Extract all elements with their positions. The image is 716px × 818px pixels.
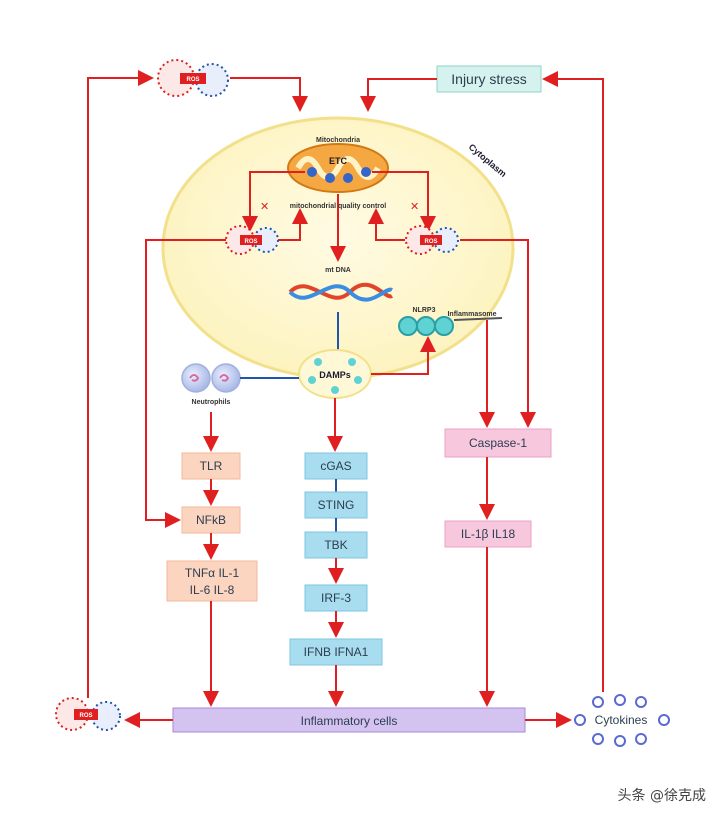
cytokines-label: Cytokines [595, 713, 648, 727]
arrow-etc-right [372, 171, 436, 232]
arrow-right-loop [542, 71, 604, 692]
arrow-left-loop [87, 70, 154, 698]
ros-label-bottom: ROS [79, 713, 92, 719]
inflammatory-cells-label: Inflammatory cells [301, 714, 398, 728]
arrow-ros-top-cell [230, 77, 308, 112]
x-mark-right-icon: ✕ [410, 200, 419, 213]
ros-cluster-right-icon [405, 225, 459, 255]
mitochondria-label: Mitochondria [316, 137, 360, 144]
damps-icon [298, 349, 372, 399]
ros-cluster-bottom-icon [55, 697, 121, 731]
ros-cluster-left-icon [225, 225, 279, 255]
caspase1-box [444, 428, 552, 458]
caspase1-label: Caspase-1 [469, 436, 527, 450]
arrow-injury-cell [360, 78, 437, 112]
tlr-label: TLR [200, 459, 223, 473]
ros-label-top: ROS [186, 77, 199, 83]
neutrophils-label: Neutrophils [192, 399, 231, 406]
x-mark-left-icon: ✕ [260, 200, 269, 213]
arrow-ros-right-caspase [460, 239, 536, 428]
neutrophil-icon [181, 363, 241, 393]
irf3-label: IRF-3 [321, 591, 351, 605]
sting-box [304, 491, 368, 519]
ros-cluster-top-icon [157, 59, 229, 97]
nlrp3-label: NLRP3 [413, 307, 436, 314]
sting-label: STING [318, 498, 355, 512]
inflammasome-label: Inflammasome [447, 311, 496, 318]
arrow-ros-left-qc [270, 208, 308, 241]
tbk-label: TBK [324, 538, 347, 552]
nfkb-box [181, 506, 241, 534]
cgas-box [304, 452, 368, 480]
il1b-il18-label: IL-1β IL18 [461, 527, 516, 541]
arrow-damps-nlrp3 [371, 336, 436, 375]
watermark-text: 头条 @徐克成 [618, 787, 706, 804]
dna-helix-icon [288, 282, 393, 302]
irf3-box [304, 584, 368, 612]
arrow-ros-right-qc [368, 208, 405, 241]
inflammasome-icon [398, 316, 503, 336]
quality-control-label: mitochondrial quality control [290, 203, 387, 210]
tnf-il-box [166, 560, 258, 602]
mitochondrion-icon [287, 143, 389, 193]
ros-label-right: ROS [424, 239, 437, 245]
arrow-ros-nfkb [145, 239, 226, 528]
cytokine-dots-icon [574, 694, 670, 747]
cgas-label: cGAS [320, 459, 351, 473]
tnfa-il1-label: TNFα IL-1 [185, 566, 240, 580]
etc-label: ETC [329, 156, 348, 166]
damps-label: DAMPs [319, 370, 351, 380]
injury-stress-box [436, 65, 542, 93]
ros-label-left: ROS [244, 239, 257, 245]
nfkb-label: NFkB [196, 513, 226, 527]
ifn-label: IFNB IFNA1 [304, 645, 369, 659]
mtdna-label: mt DNA [325, 267, 351, 274]
arrow-etc-left [242, 171, 305, 232]
injury-stress-label: Injury stress [451, 71, 526, 87]
tbk-box [304, 531, 368, 559]
il6-il8-label: IL-6 IL-8 [190, 583, 235, 597]
